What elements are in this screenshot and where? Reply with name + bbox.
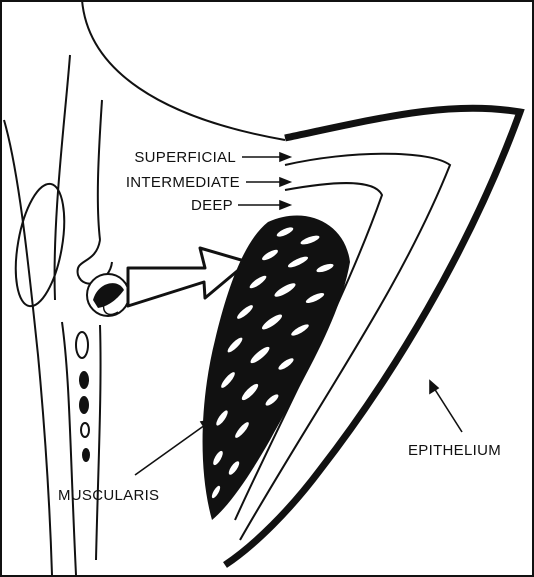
vessel-cell [81, 423, 89, 437]
left-wall-line [4, 120, 52, 575]
intermediate-arrow-head [280, 178, 290, 186]
label-deep: DEEP [191, 197, 233, 214]
label-superficial: SUPERFICIAL [134, 149, 236, 166]
label-epithelium: EPITHELIUM [408, 442, 501, 459]
muscularis-arrow [135, 425, 205, 475]
gland-oval [8, 180, 73, 310]
vessel-cell [79, 396, 89, 414]
ventricle-outer-line [98, 100, 102, 240]
vessel-right-line [96, 325, 101, 560]
vessel-cell [76, 332, 88, 358]
epithelium-arrow [434, 388, 462, 432]
ventricle-inner-line [55, 55, 70, 300]
vessel-cell [82, 448, 90, 462]
superficial-arrow-head [280, 153, 290, 161]
vessel-left-line [62, 322, 76, 575]
deep-arrow-head [280, 201, 290, 209]
upper-contour-line [82, 0, 285, 140]
label-intermediate: INTERMEDIATE [126, 174, 240, 191]
label-muscularis: MUSCULARIS [58, 487, 159, 504]
vessel-cell [79, 371, 89, 389]
